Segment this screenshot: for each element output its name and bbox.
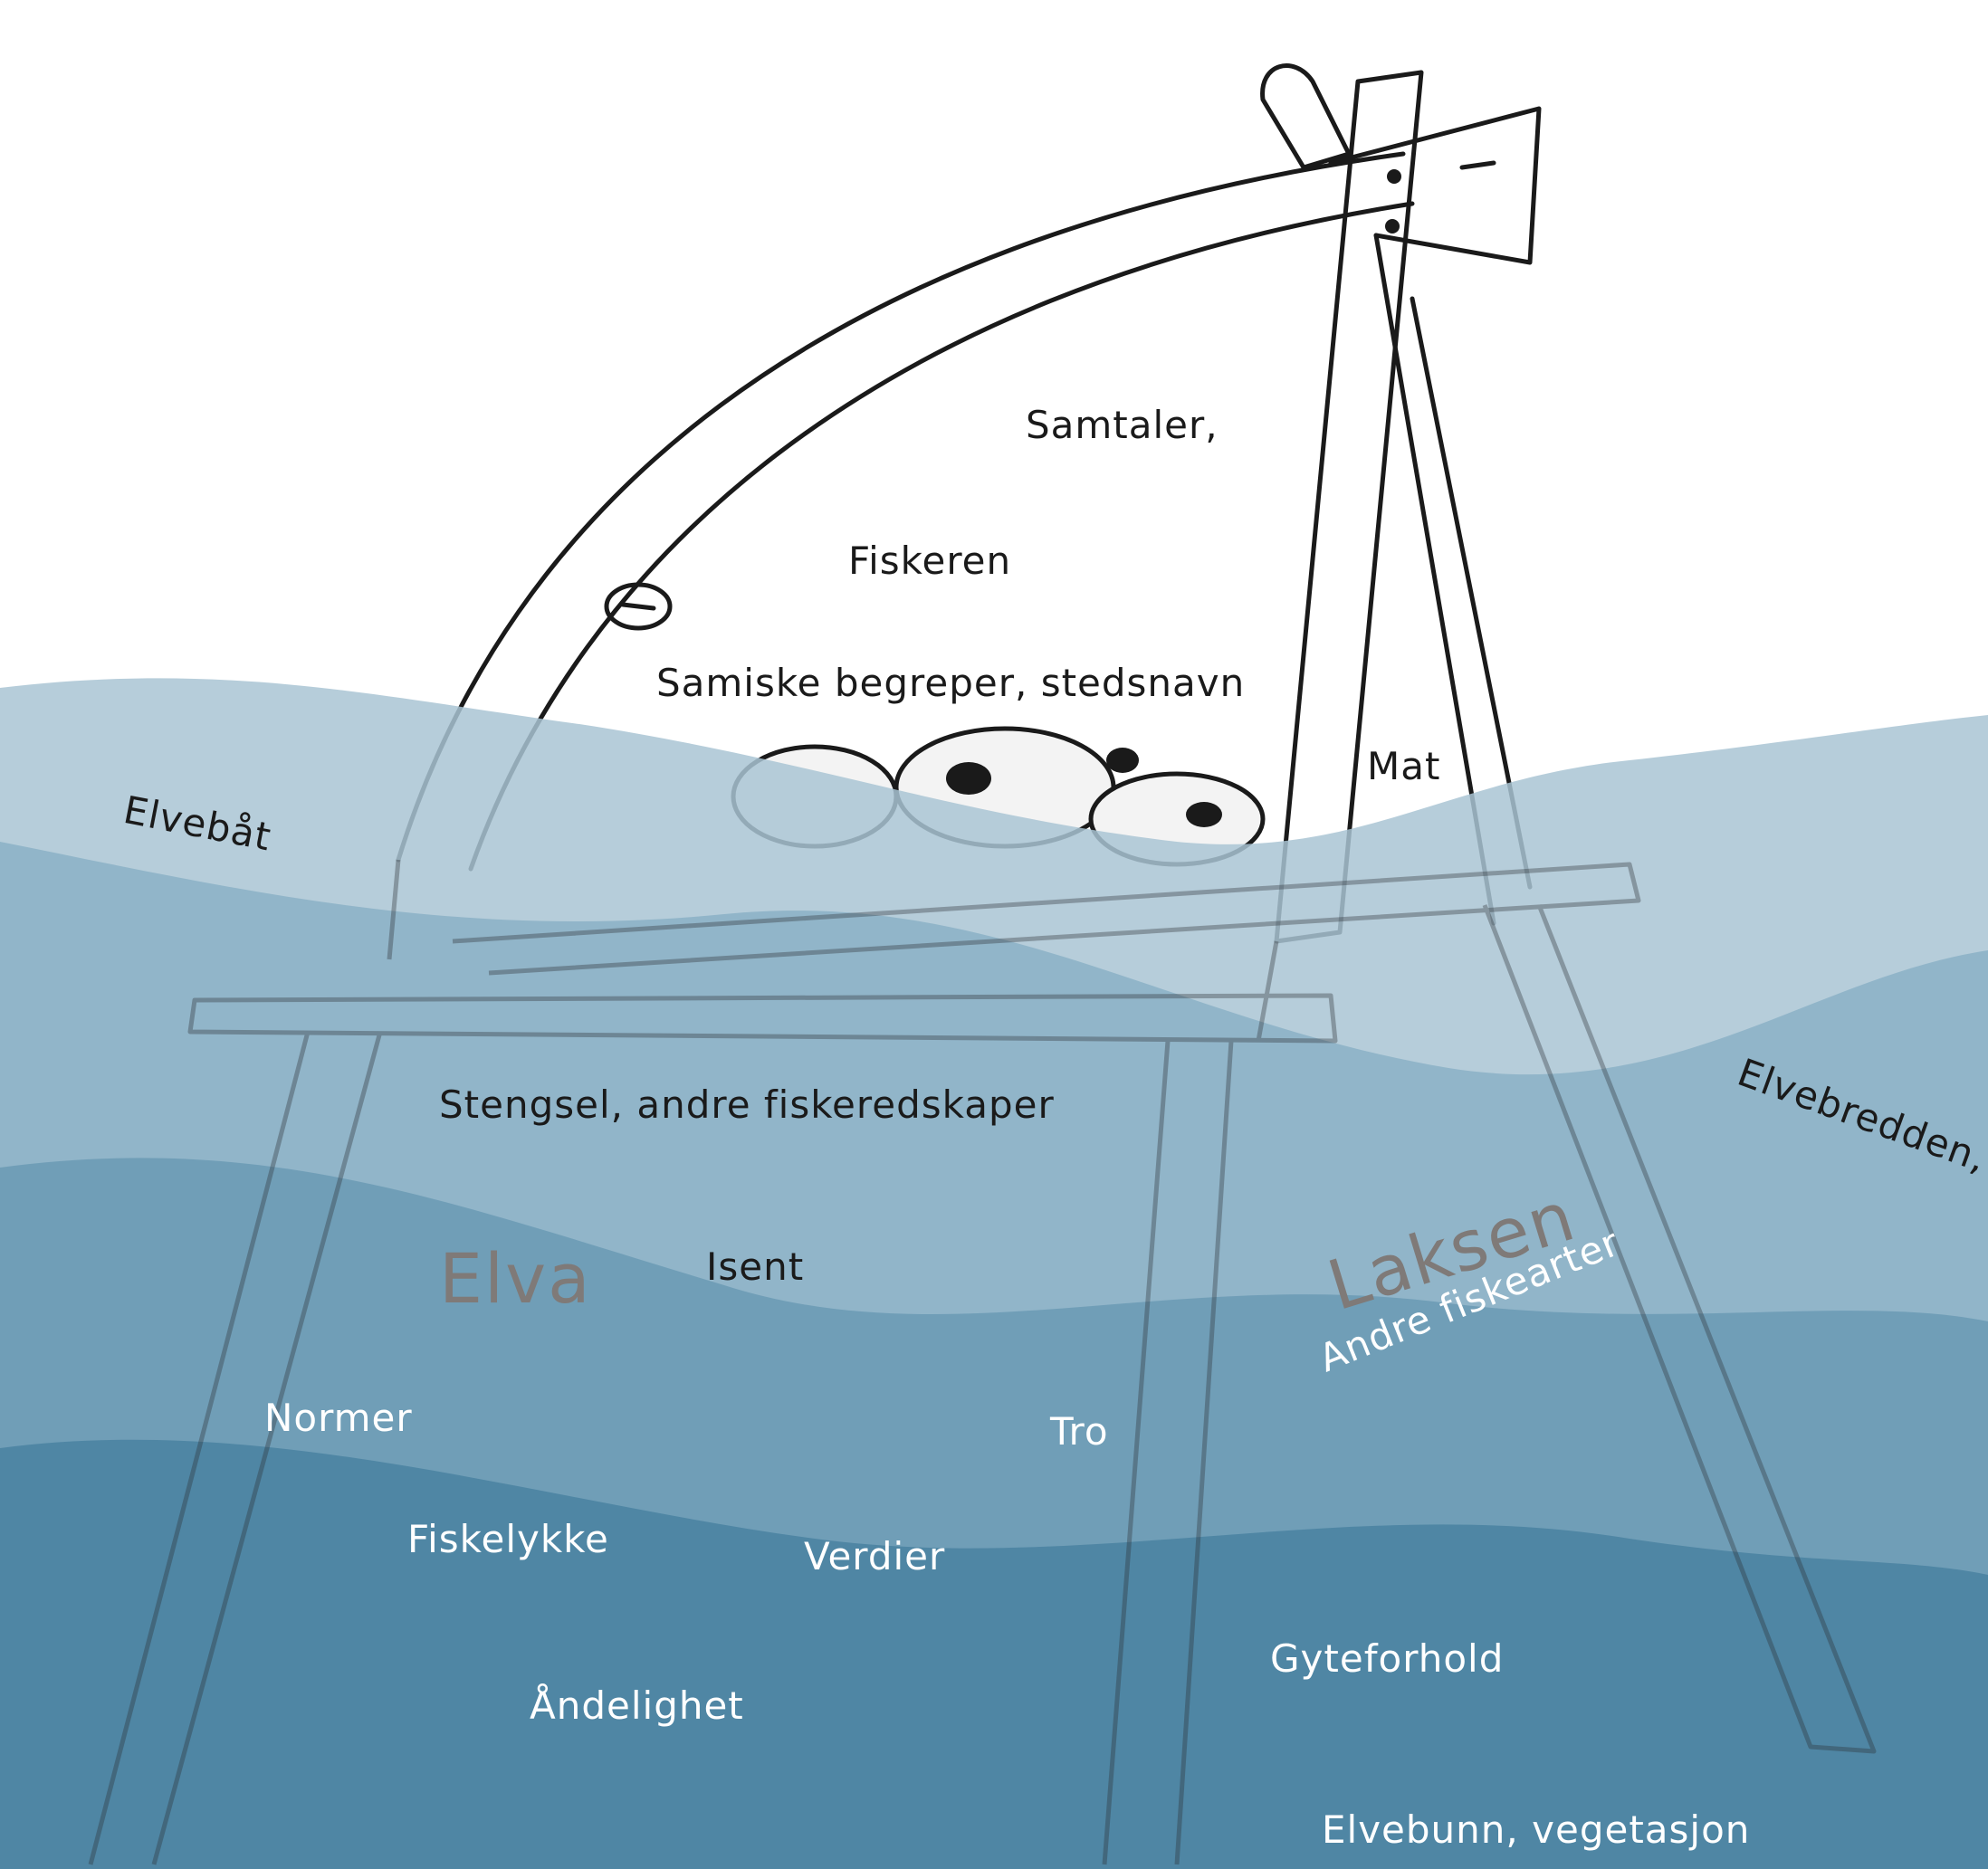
label-fiskelykke: Fiskelykke (407, 1517, 609, 1561)
label-elvebunn: Elvebunn, vegetasjon (1322, 1807, 1751, 1852)
rivet-icon (1387, 169, 1401, 184)
submerged-structure (88, 859, 1877, 1865)
label-isent: Isent (706, 1244, 805, 1289)
label-mat: Mat (1367, 744, 1441, 788)
label-tro: Tro (1050, 1409, 1109, 1454)
label-samtaler: Samtaler, (1026, 403, 1219, 447)
label-gyteforhold: Gyteforhold (1270, 1636, 1505, 1681)
rivet-icon (1385, 219, 1400, 234)
label-elva: Elva (439, 1238, 592, 1319)
river-water (0, 678, 1988, 1869)
label-fiskeren: Fiskeren (848, 539, 1012, 583)
label-samiske-begreper: Samiske begreper, stedsnavn (656, 661, 1246, 705)
label-verdier: Verdier (804, 1534, 946, 1578)
label-andelighet: Åndelighet (530, 1683, 744, 1728)
label-normer: Normer (264, 1396, 413, 1440)
label-stengsel: Stengsel, andre fiskeredskaper (439, 1082, 1055, 1127)
